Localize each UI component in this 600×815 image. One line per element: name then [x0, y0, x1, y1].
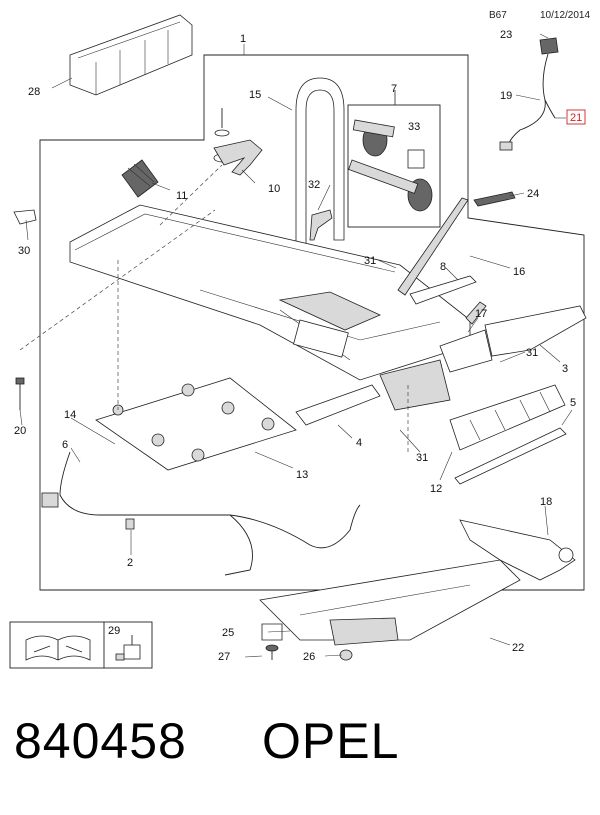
callout-31-bottom: 31 — [416, 452, 428, 464]
callout-22: 22 — [512, 642, 524, 654]
callout-28: 28 — [28, 86, 40, 98]
callout-32: 32 — [308, 179, 320, 191]
part-30-clip — [13, 209, 37, 225]
callout-10: 10 — [268, 183, 280, 195]
callout-30: 30 — [18, 245, 30, 257]
part-20-bolt — [15, 377, 25, 410]
callout-31-middle: 31 — [526, 347, 538, 359]
part-18-hitch — [259, 519, 576, 646]
part-28-cover — [51, 14, 193, 96]
callout-29: 29 — [108, 625, 120, 637]
callout-25: 25 — [222, 627, 234, 639]
callout-4: 4 — [356, 437, 362, 449]
part-3-cover — [484, 305, 587, 357]
callout-19: 19 — [500, 90, 512, 102]
callout-15: 15 — [249, 89, 261, 101]
diagram-date: 10/12/2014 — [540, 10, 591, 21]
leader-lines — [19, 33, 573, 658]
legend-box — [9, 621, 153, 669]
part-10-bracket — [213, 108, 263, 176]
callout-13: 13 — [296, 469, 308, 481]
callout-3: 3 — [562, 363, 568, 375]
callout-24: 24 — [527, 188, 539, 200]
callout-26: 26 — [303, 651, 315, 663]
diagram-code: B67 — [489, 10, 507, 21]
part-17-console — [379, 329, 493, 411]
connector-icon — [115, 635, 141, 661]
callout-20: 20 — [14, 425, 26, 437]
callout-12: 12 — [430, 483, 442, 495]
callout-17: 17 — [475, 308, 487, 320]
callout-16: 16 — [513, 266, 525, 278]
callout-18: 18 — [540, 496, 552, 508]
part-15-handle — [295, 77, 345, 251]
part-11-bellows — [121, 159, 159, 198]
assembly-outline — [39, 54, 585, 591]
callout-27: 27 — [218, 651, 230, 663]
catalog-number: 840458 — [14, 713, 187, 769]
part-19-cable — [473, 37, 559, 207]
part-16-arm — [397, 197, 487, 325]
callout-31-top: 31 — [364, 255, 376, 267]
callout-11: 11 — [176, 190, 187, 202]
open-book-wrench-icon — [25, 635, 91, 661]
part-12-grille — [449, 384, 566, 451]
callout-6: 6 — [62, 439, 68, 451]
callout-7: 7 — [391, 83, 397, 95]
callout-14: 14 — [64, 409, 76, 421]
part-13-mat — [95, 377, 297, 471]
part-6-harness — [59, 451, 361, 549]
callout-2: 2 — [127, 557, 133, 569]
callout-8: 8 — [440, 261, 446, 273]
callout-labels: 1 2 3 4 5 6 7 8 10 11 12 13 14 15 16 17 … — [14, 29, 586, 663]
callout-1: 1 — [240, 33, 246, 45]
part-5-strip — [454, 427, 567, 485]
part-32-latch — [309, 209, 333, 241]
brand-name: OPEL — [262, 713, 400, 769]
callout-5: 5 — [570, 397, 576, 409]
callout-33: 33 — [408, 121, 420, 133]
inset-box-7 — [347, 90, 441, 228]
assembly-dashed-lines — [19, 164, 409, 455]
part-4-panel — [295, 384, 381, 426]
callout-21: 21 — [570, 112, 582, 124]
callout-23: 23 — [500, 29, 512, 41]
main-tray-frame — [69, 204, 471, 381]
